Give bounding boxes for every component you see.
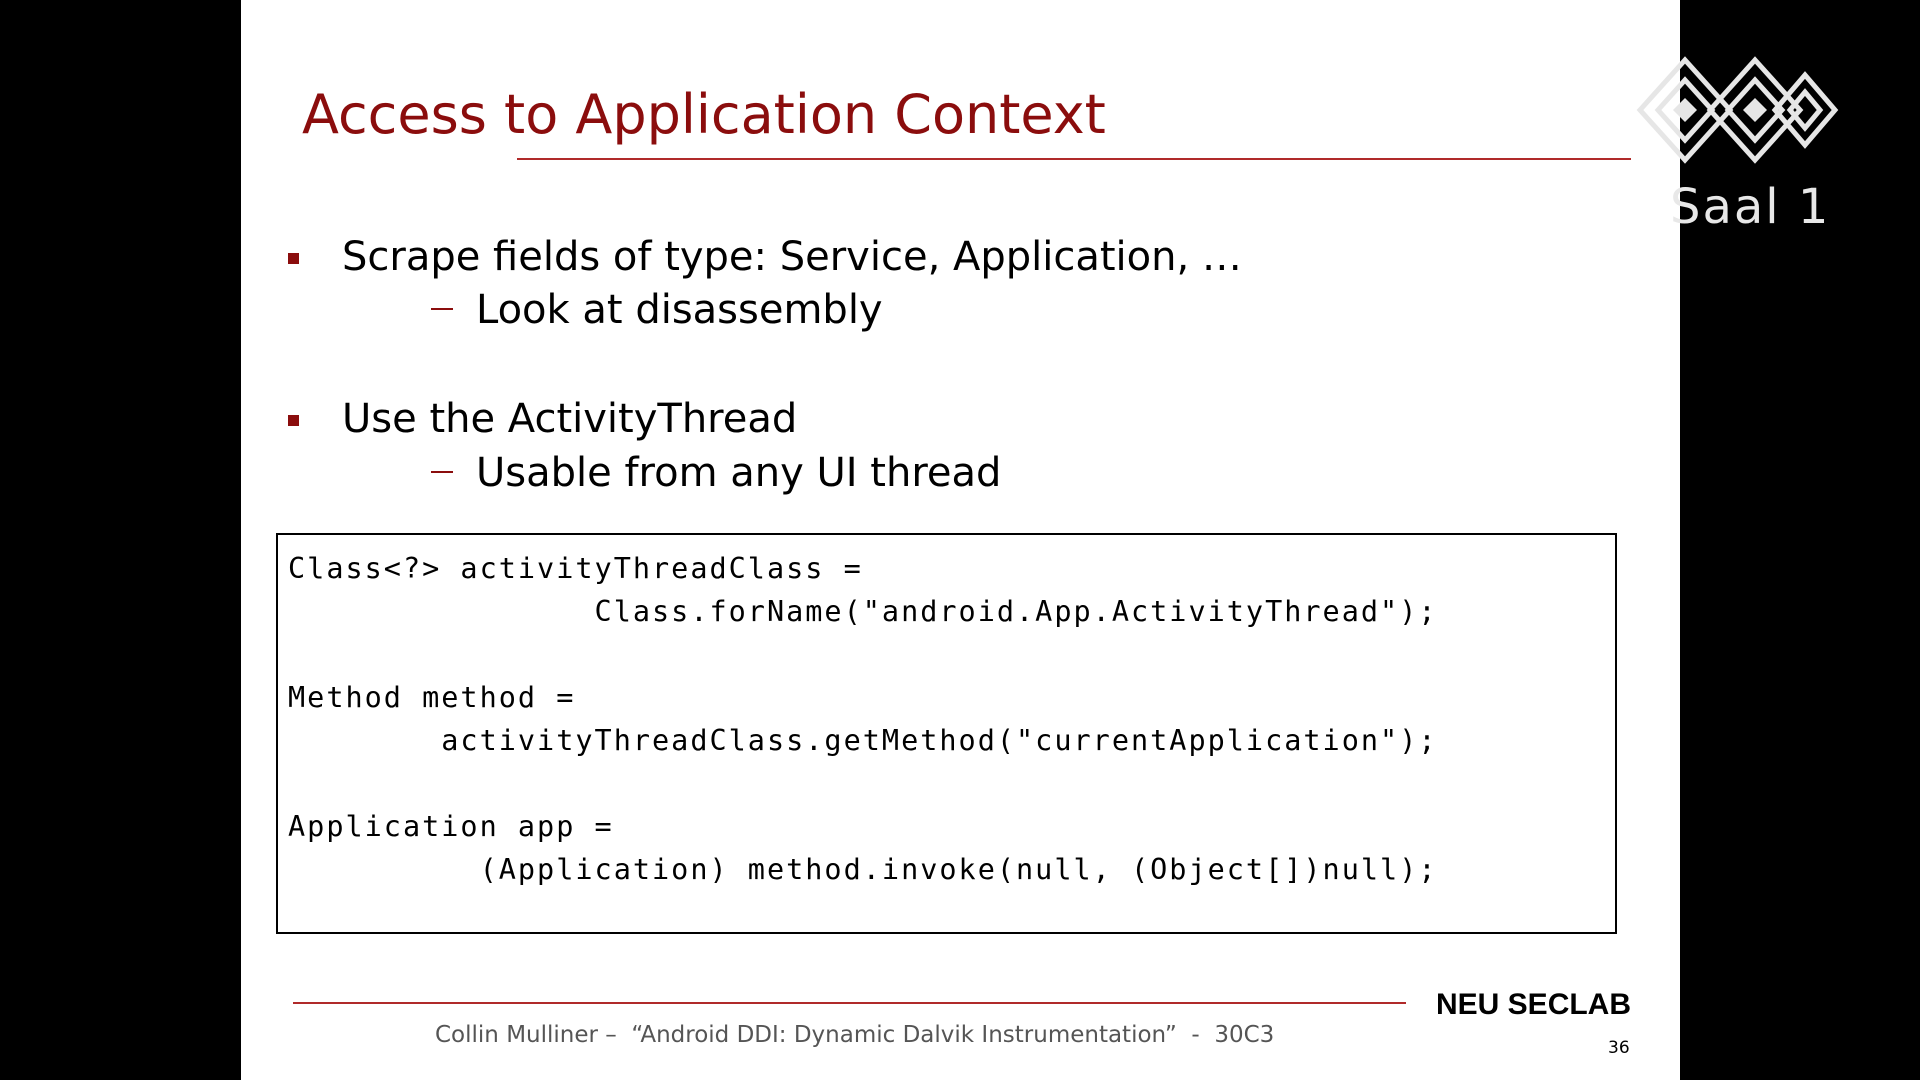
overlay-room-label: Saal 1 (1670, 179, 1831, 235)
square-bullet-icon (288, 253, 299, 264)
code-snippet: Class<?> activityThreadClass = Class.for… (288, 552, 1438, 886)
square-bullet-icon (288, 415, 299, 426)
brand-logo-text: NEU SECLAB (1436, 988, 1632, 1021)
bullet-text: Use the ActivityThread (342, 396, 798, 442)
slide-title: Access to Application Context (302, 83, 1106, 146)
dash-bullet-icon (431, 308, 453, 310)
bullet-text: Scrape fields of type: Service, Applicat… (342, 234, 1242, 280)
dash-bullet-icon (431, 471, 453, 473)
presentation-slide: Access to Application Context Scrape fie… (241, 0, 1680, 1080)
code-box: Class<?> activityThreadClass = Class.for… (276, 533, 1617, 934)
ccc-hexagon-logo-icon (1636, 56, 1839, 164)
footer-rule (293, 1002, 1406, 1004)
title-underline (517, 158, 1631, 160)
page-number: 36 (1608, 1038, 1630, 1058)
footer-caption: Collin Mulliner – “Android DDI: Dynamic … (435, 1022, 1275, 1048)
sub-bullet-text: Look at disassembly (476, 287, 883, 333)
sub-bullet-text: Usable from any UI thread (476, 450, 1002, 496)
